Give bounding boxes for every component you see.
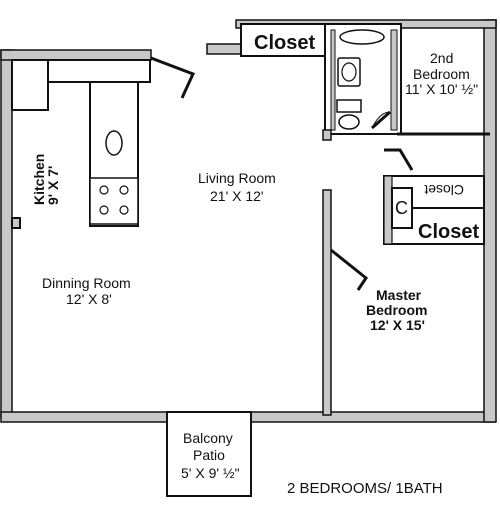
toilet-bowl-icon [338,114,360,130]
kitchen-dim: 9' X 7' [45,166,61,205]
bathroom-right-wall [390,29,398,131]
kitchen-counter-top [47,59,151,83]
balcony-name2: Patio [193,447,225,463]
right-lower-closet-label: Closet [418,221,479,243]
bathroom-outline [324,23,402,135]
bathroom-inner-wall [330,29,336,131]
front-door [150,56,196,99]
dining-room-dim: 12' X 8' [66,291,112,307]
sink-icon [337,57,361,87]
burner-3 [99,205,109,215]
front-door-leaf [150,56,196,99]
wall-right [483,19,497,423]
master-bedroom-name1: Master [376,287,422,303]
stove-icon [89,177,139,225]
kitchen-counter-left [11,59,49,111]
master-door [330,248,369,291]
kitchen-name: Kitchen [31,154,47,205]
second-bedroom: 2nd Bedroom 11' X 10' ½" [397,50,490,136]
balcony-outline [166,411,252,497]
master-bedroom-dim: 12' X 15' [370,317,425,333]
top-closet-label: Closet [254,32,315,54]
sink-basin [341,62,357,82]
toilet-tank-icon [336,99,362,113]
balcony: Balcony Patio 5' X 9' ½" [166,411,252,497]
closet-wall-stub [383,175,393,245]
closet-door-glyph: C [395,198,408,218]
interior-walls [322,129,332,416]
wall-bottom-right [250,411,496,423]
closet-door-box [391,187,413,229]
kitchen-wall-stub [11,217,21,229]
second-bedroom-door-leaf [384,148,414,171]
interior-wall-upper [322,129,332,141]
dining-room-name: Dinning Room [42,275,131,291]
kitchen-fixtures [11,59,151,229]
kitchen-sink-icon [105,130,123,156]
master-bedroom-name2: Bedroom [366,302,427,318]
right-upper-closet-label: Closet [424,182,464,198]
bathroom-door-swing [371,110,391,130]
bathtub-icon [339,29,385,45]
wall-top-left [0,49,152,61]
top-closet: Closet [240,23,326,57]
master-door-leaf [330,248,369,291]
wall-left [0,49,13,418]
second-bedroom-dim: 11' X 10' ½" [405,81,478,97]
second-bedroom-name1: 2nd [430,50,453,66]
wall-bottom-left [0,411,168,423]
second-bedroom-door [384,148,414,171]
living-room-name: Living Room [198,170,276,186]
bathroom-door-arc [371,111,391,129]
balcony-dim: 5' X 9' ½" [181,465,240,481]
living-room-dim: 21' X 12' [210,188,264,204]
right-closets: Closet Closet C [383,175,485,245]
burner-4 [119,205,129,215]
burner-2 [119,185,129,195]
bathroom [324,23,402,135]
balcony-name1: Balcony [183,430,233,446]
interior-wall-vertical [322,189,332,416]
burner-1 [99,185,109,195]
second-bedroom-name2: Bedroom [413,66,470,82]
unit-caption: 2 BEDROOMS/ 1BATH [287,480,443,497]
